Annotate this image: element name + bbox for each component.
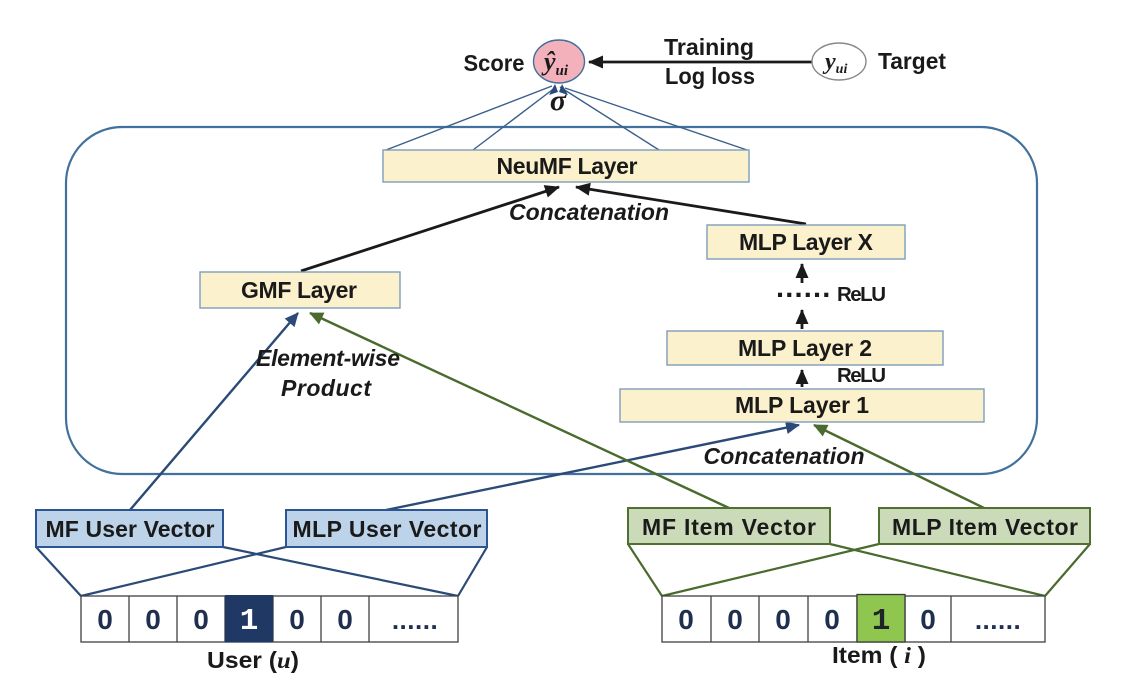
svg-text:MLP Layer 2: MLP Layer 2: [738, 335, 872, 361]
svg-text:0: 0: [824, 604, 840, 635]
svg-text:Training: Training: [664, 34, 754, 60]
svg-text:Item ( i ): Item ( i ): [832, 642, 926, 668]
svg-text:0: 0: [289, 604, 305, 635]
svg-text:Concatenation: Concatenation: [509, 199, 669, 225]
svg-text:NeuMF Layer: NeuMF Layer: [497, 153, 638, 179]
svg-text:0: 0: [920, 604, 936, 635]
svg-text:Element-wise: Element-wise: [256, 345, 400, 371]
svg-text:1: 1: [872, 604, 891, 639]
svg-text:0: 0: [727, 604, 743, 635]
svg-text:MF Item Vector: MF Item Vector: [642, 514, 816, 540]
svg-text:0: 0: [337, 604, 353, 635]
svg-text:Concatenation: Concatenation: [704, 443, 865, 469]
svg-text:0: 0: [775, 604, 791, 635]
svg-text:......: ......: [776, 272, 832, 304]
svg-text:MLP User Vector: MLP User Vector: [293, 516, 482, 542]
svg-text:ReLU: ReLU: [837, 364, 886, 387]
svg-text:0: 0: [145, 604, 161, 635]
svg-text:......: ......: [975, 605, 1021, 635]
svg-text:ŷui: ŷui: [541, 47, 569, 79]
svg-text:User (u): User (u): [207, 647, 299, 673]
svg-text:GMF Layer: GMF Layer: [241, 277, 357, 303]
svg-text:Score: Score: [464, 50, 525, 76]
svg-text:MLP Item Vector: MLP Item Vector: [892, 514, 1078, 540]
svg-text:ReLU: ReLU: [837, 283, 886, 306]
svg-text:MF User Vector: MF User Vector: [46, 516, 215, 542]
svg-text:0: 0: [193, 604, 209, 635]
svg-text:σ: σ: [550, 84, 567, 117]
svg-text:Log loss: Log loss: [665, 63, 755, 89]
svg-text:......: ......: [392, 605, 438, 635]
svg-text:Product: Product: [281, 375, 372, 401]
svg-text:Target: Target: [878, 48, 946, 74]
svg-text:MLP Layer 1: MLP Layer 1: [735, 392, 869, 418]
svg-text:MLP Layer X: MLP Layer X: [739, 229, 874, 255]
svg-text:0: 0: [678, 604, 694, 635]
svg-text:1: 1: [240, 604, 259, 639]
svg-text:0: 0: [97, 604, 113, 635]
